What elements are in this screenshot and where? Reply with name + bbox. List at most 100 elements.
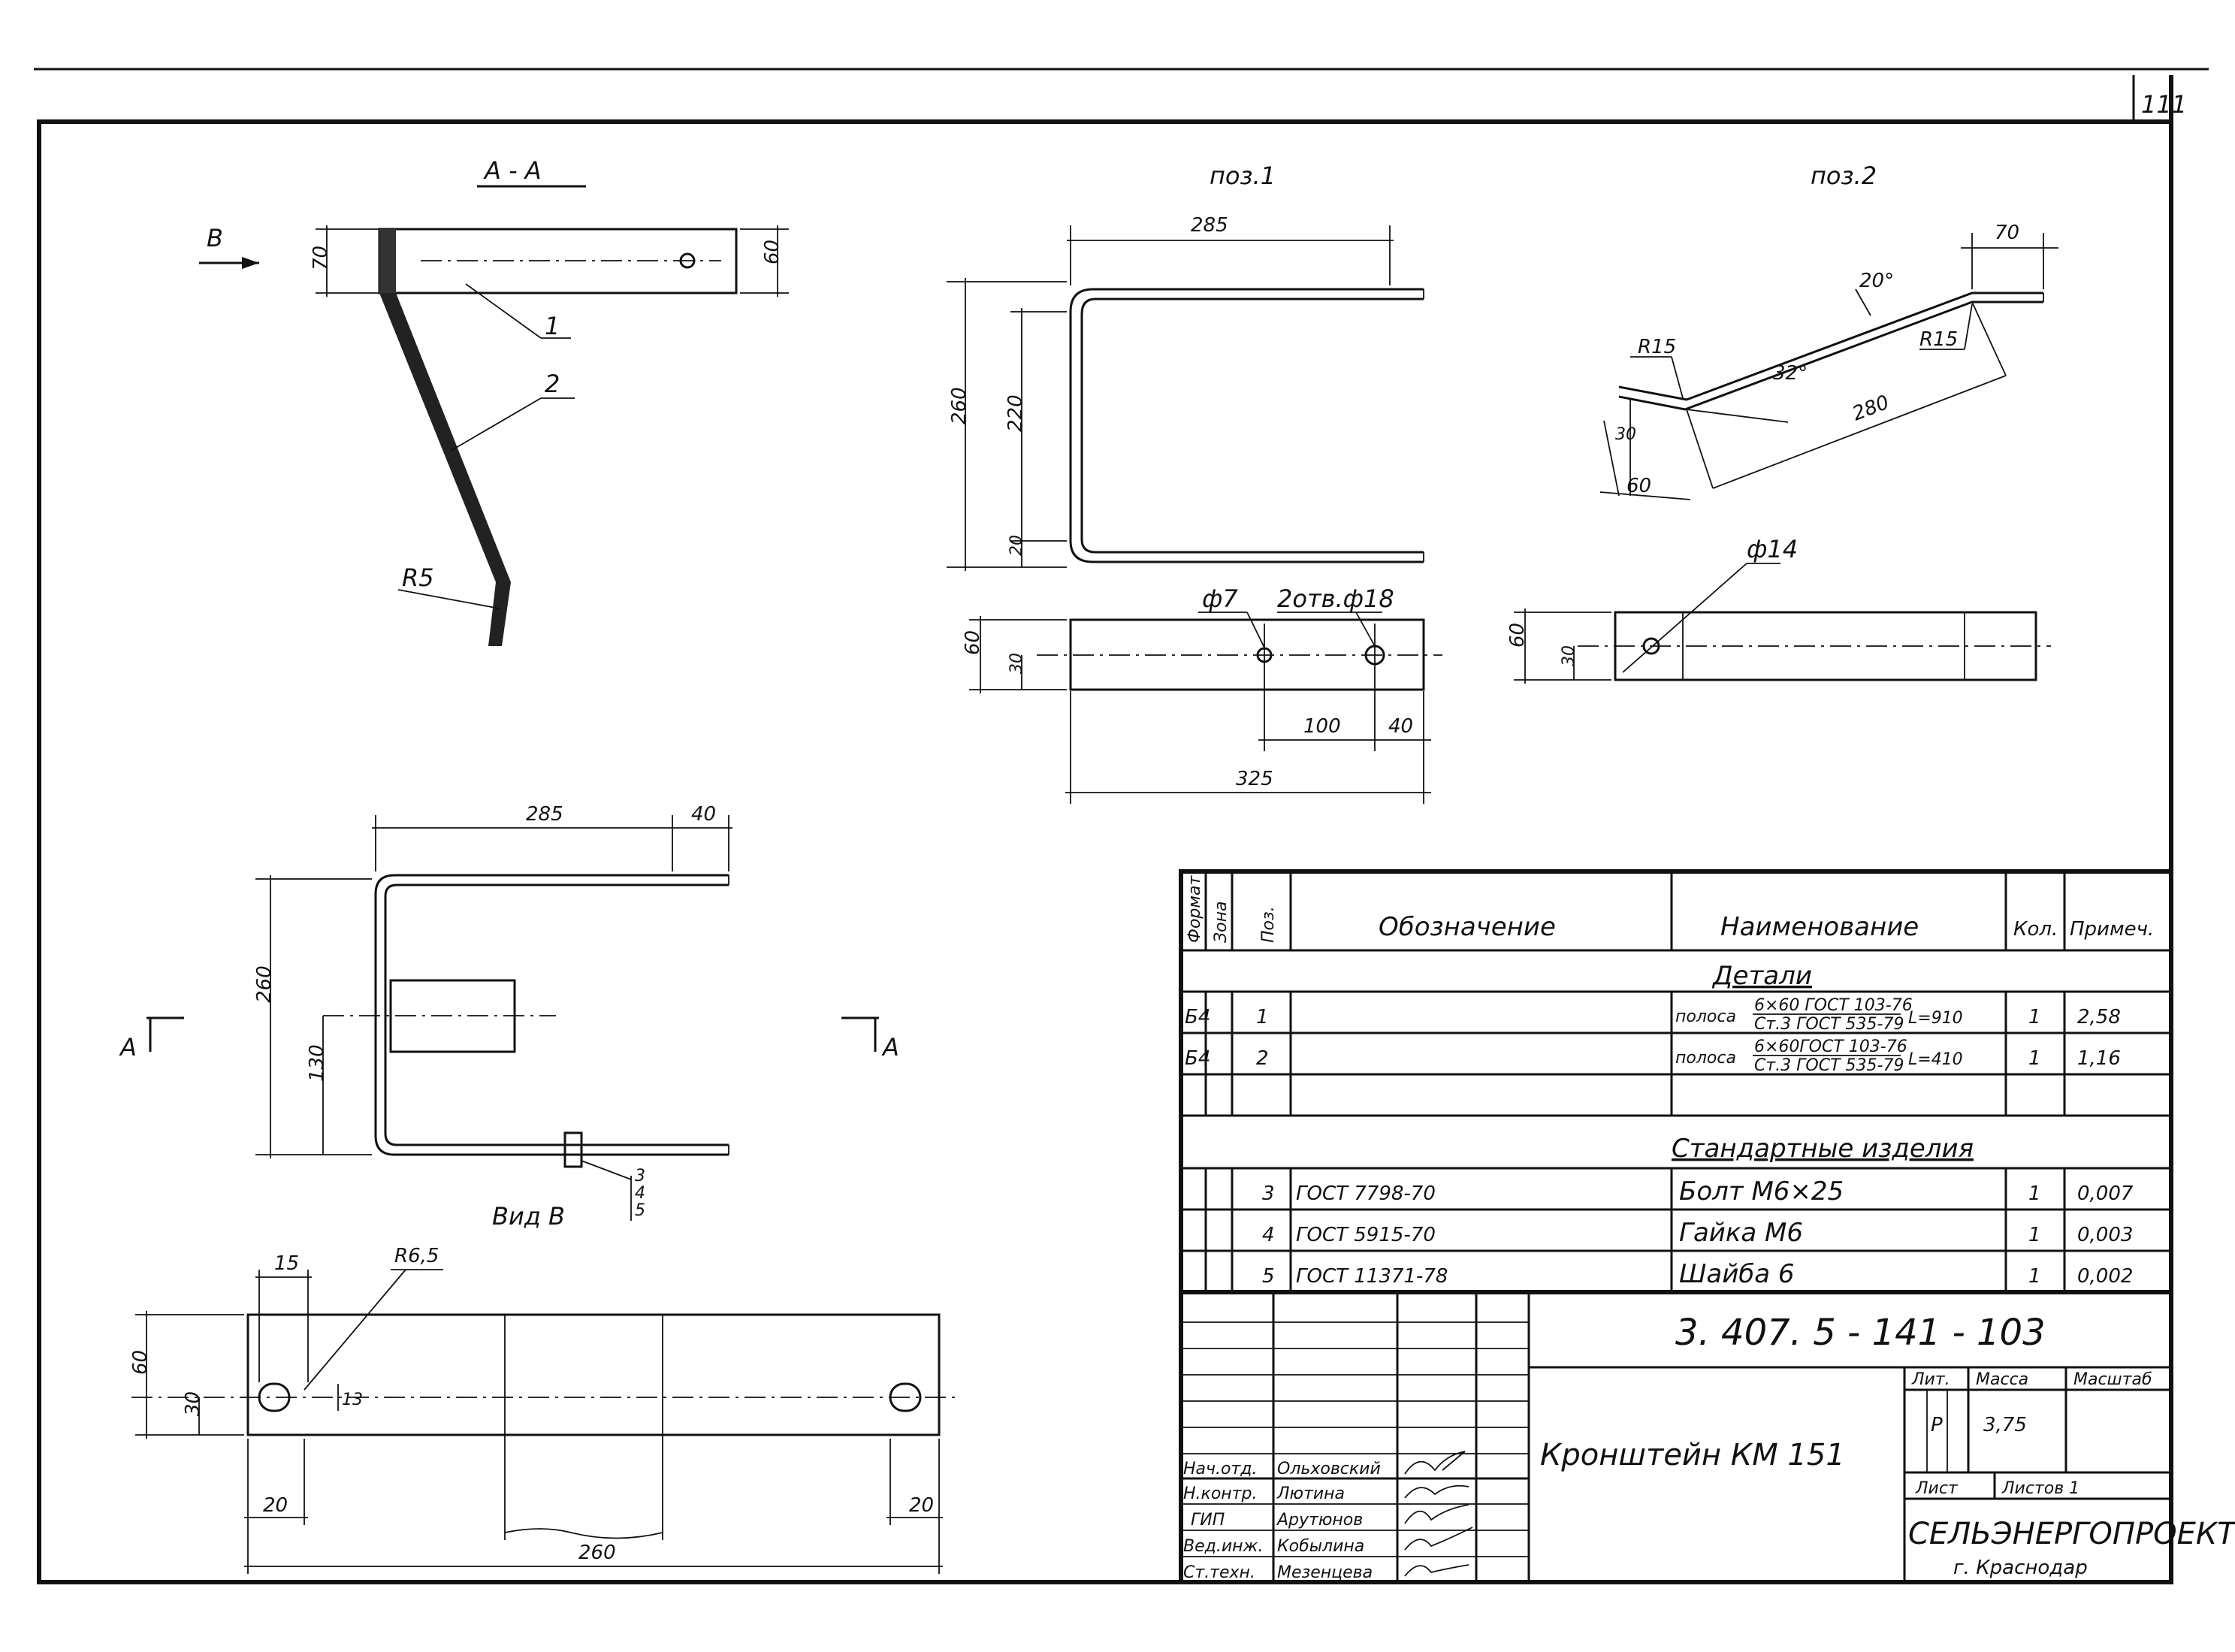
- asm-dim-260: 260: [253, 965, 276, 1003]
- detail-2-prefix: полоса: [1675, 1049, 1736, 1068]
- organization-name: СЕЛЬЭНЕРГОПРОЕКТ: [1908, 1517, 2235, 1551]
- assembly-plan-view: 285 40 260 130 А А 3 4 5 Вид В: [119, 803, 899, 1231]
- view-b-title: Вид В: [492, 1202, 565, 1231]
- lit-label: Лит.: [1911, 1370, 1950, 1389]
- asm-dim-130: 130: [306, 1044, 328, 1082]
- hole-d14-callout: ф14: [1747, 535, 1798, 563]
- detail-1-prefix: полоса: [1675, 1007, 1736, 1026]
- part-2-callout: 2: [545, 370, 560, 398]
- section-aa-title: А - А: [483, 156, 542, 185]
- sheet-label: Лист: [1915, 1479, 1959, 1498]
- std-5-name: Шайба 6: [1679, 1259, 1795, 1289]
- std-3-name: Болт М6×25: [1679, 1176, 1844, 1207]
- hdr-format: Формат: [1185, 875, 1204, 943]
- detail-1-length: L=910: [1908, 1009, 1963, 1028]
- pos1-dim-20: 20: [1007, 535, 1026, 556]
- hdr-qty: Кол.: [2013, 918, 2058, 941]
- view-direction-arrow: [242, 257, 259, 269]
- sig-role-3: ГИП: [1191, 1511, 1225, 1530]
- specification-table: Формат Зона Поз. Обозначение Наименовани…: [1179, 869, 2173, 1294]
- sig-name-3: Арутюнов: [1276, 1511, 1363, 1530]
- std-3-qty: 1: [2028, 1182, 2041, 1205]
- viewb-dim-20-right: 20: [909, 1494, 934, 1517]
- asm-dim-285: 285: [526, 803, 563, 826]
- detail-1-pos: 1: [1256, 1006, 1269, 1028]
- pos1-dim-325: 325: [1236, 768, 1273, 790]
- view-b-direction-label: В: [207, 224, 223, 252]
- drawing-frame: [37, 119, 2173, 1584]
- pos1-dim-60: 60: [962, 630, 984, 655]
- hdr-designation: Обозначение: [1379, 912, 1556, 942]
- bend-radius-r5: R5: [402, 563, 434, 592]
- sig-role-5: Ст.техн.: [1183, 1563, 1255, 1582]
- sheets-label: Листов 1: [2001, 1479, 2079, 1498]
- pos1-title: поз.1: [1210, 162, 1276, 190]
- standard-row: 5 ГОСТ 11371-78 Шайба 6 1 0,002: [1262, 1259, 2133, 1289]
- section-details: Детали: [1711, 961, 1812, 991]
- pos1-dim-260: 260: [948, 387, 971, 424]
- pos1-dim-100: 100: [1303, 715, 1341, 738]
- pos2-title: поз.2: [1811, 162, 1877, 190]
- detail-2-name-bottom: Ст.3 ГОСТ 535-79: [1754, 1056, 1904, 1075]
- standard-row: 3 ГОСТ 7798-70 Болт М6×25 1 0,007: [1262, 1176, 2134, 1207]
- product-name: Кронштейн КМ 151: [1540, 1438, 1845, 1472]
- std-4-pos: 4: [1262, 1224, 1275, 1246]
- fastener-pos-5: 5: [635, 1201, 645, 1220]
- view-b-drawing: 60 30 15 R6,5 13 20 20 260: [129, 1245, 958, 1574]
- fastener-pos-4: 4: [635, 1184, 645, 1203]
- detail-2-pos: 2: [1256, 1047, 1269, 1070]
- pos1-dim-30: 30: [1007, 653, 1026, 674]
- section-cut-left: А: [119, 1033, 137, 1062]
- detail-1-format: Б4: [1185, 1006, 1210, 1028]
- pos2-r15-right: R15: [1919, 328, 1958, 351]
- organization-city: г. Краснодар: [1953, 1557, 2088, 1579]
- fastener-pos-3: 3: [635, 1167, 645, 1185]
- holes-d18-callout: 2отв.ф18: [1277, 584, 1394, 613]
- detail-row: Б4 2 полоса 6×60ГОСТ 103-76 Ст.3 ГОСТ 53…: [1185, 1037, 2121, 1075]
- std-5-note: 0,002: [2077, 1265, 2133, 1288]
- detail-2-format: Б4: [1185, 1047, 1210, 1070]
- pos1-dim-220: 220: [1004, 394, 1027, 432]
- hdr-zone: Зона: [1212, 902, 1231, 943]
- std-3-designation: ГОСТ 7798-70: [1296, 1182, 1436, 1205]
- pos2-dim-60a: 60: [1626, 475, 1651, 497]
- viewb-r65-callout: R6,5: [394, 1245, 439, 1267]
- hdr-pos: Поз.: [1259, 906, 1278, 943]
- part-1-callout: 1: [545, 312, 560, 340]
- pos2-angle-32: 32°: [1773, 362, 1808, 385]
- mass-label: Масса: [1976, 1370, 2028, 1389]
- std-4-note: 0,003: [2077, 1224, 2133, 1246]
- pos1-view: поз.1 285 260 220 20 60 30 100 40: [947, 162, 1442, 804]
- sig-name-4: Кобылина: [1277, 1537, 1364, 1556]
- viewb-dim-13: 13: [342, 1391, 363, 1409]
- std-4-qty: 1: [2028, 1224, 2041, 1246]
- std-3-note: 0,007: [2077, 1182, 2134, 1205]
- section-aa-view: А - А В 70 60 1 2 R5: [199, 156, 789, 646]
- mass-value: 3,75: [1983, 1414, 2027, 1436]
- detail-2-qty: 1: [2028, 1047, 2041, 1070]
- detail-2-name-top: 6×60ГОСТ 103-76: [1754, 1037, 1907, 1056]
- title-block: Нач.отд. Ольховский Н.контр. Лютина ГИП …: [1179, 1290, 2235, 1584]
- pos2-dim-30: 30: [1615, 425, 1636, 444]
- std-3-pos: 3: [1262, 1182, 1275, 1205]
- signature-1: [1404, 1451, 1466, 1475]
- sig-role-2: Н.контр.: [1183, 1484, 1257, 1503]
- detail-1-note: 2,58: [2077, 1006, 2121, 1028]
- hdr-note: Примеч.: [2070, 918, 2154, 941]
- viewb-dim-15: 15: [274, 1252, 299, 1275]
- viewb-dim-20-left: 20: [263, 1494, 288, 1517]
- asm-dim-40: 40: [691, 803, 716, 826]
- detail-row: Б4 1 полоса 6×60 ГОСТ 103-76 Ст.3 ГОСТ 5…: [1185, 996, 2121, 1034]
- detail-1-name-top: 6×60 ГОСТ 103-76: [1754, 996, 1913, 1015]
- sig-role-1: Нач.отд.: [1183, 1460, 1258, 1478]
- section-cut-right: А: [881, 1033, 899, 1062]
- pos2-dim-60b: 60: [1506, 623, 1529, 648]
- pos2-r15-left: R15: [1638, 336, 1676, 358]
- sig-name-2: Лютина: [1276, 1484, 1345, 1503]
- pos2-angle-20: 20°: [1859, 270, 1894, 292]
- page-number: 111: [2141, 90, 2187, 119]
- sig-name-1: Ольховский: [1277, 1460, 1381, 1478]
- std-4-designation: ГОСТ 5915-70: [1296, 1224, 1436, 1246]
- viewb-dim-260: 260: [578, 1542, 616, 1564]
